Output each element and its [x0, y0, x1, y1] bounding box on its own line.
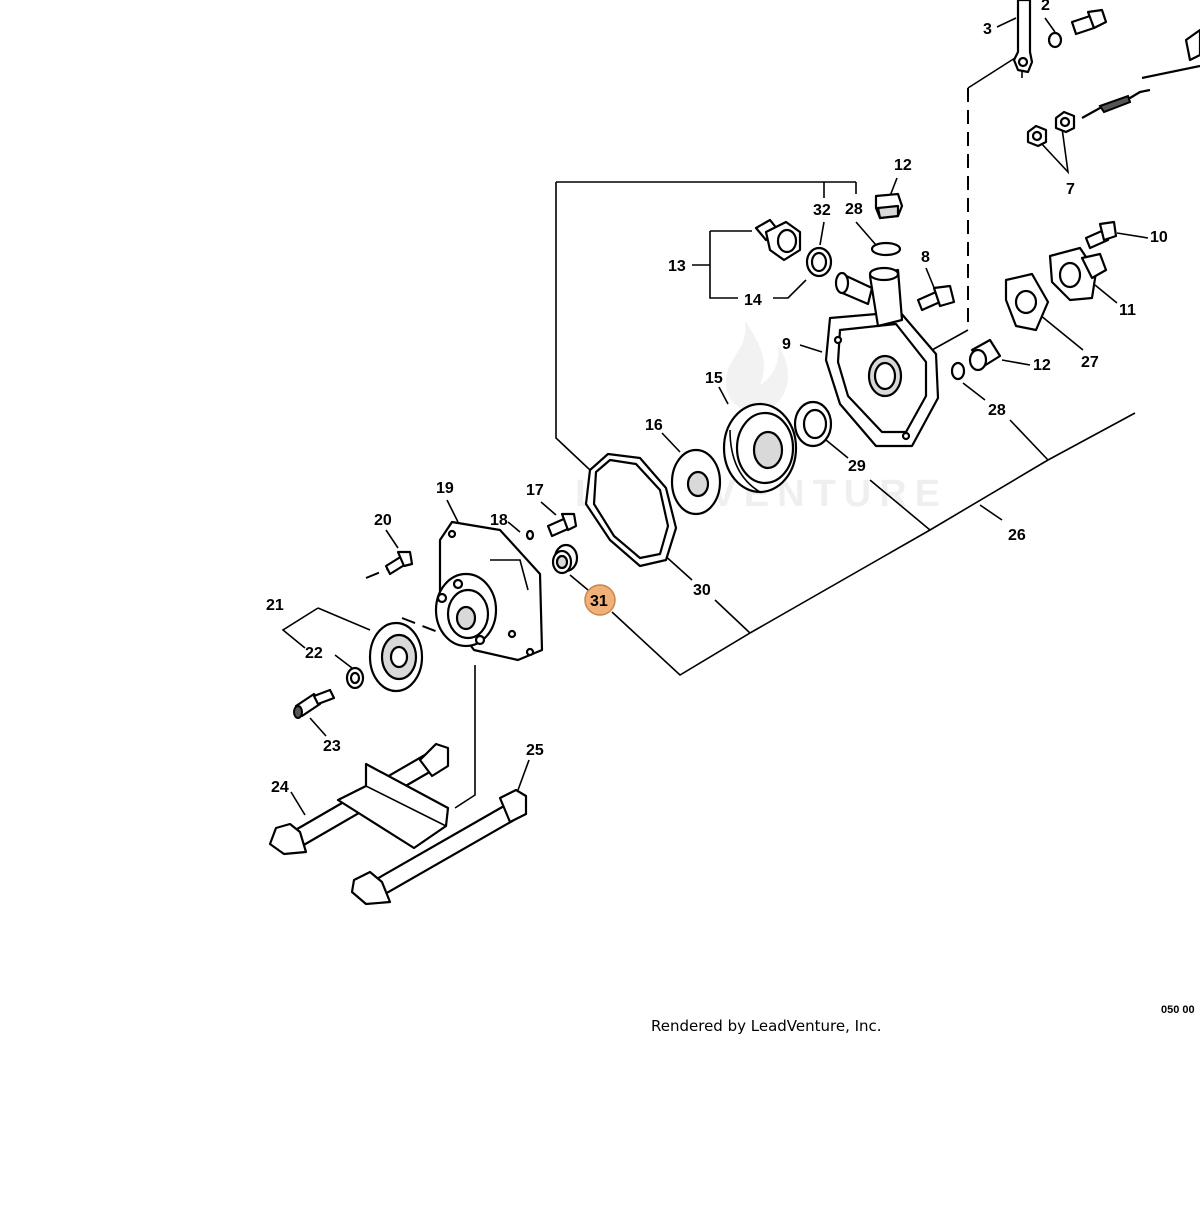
callout-label-16: 16 [645, 417, 663, 434]
part-fitting-23 [293, 688, 336, 719]
part-edge [1184, 28, 1200, 62]
callout-label-29: 29 [848, 458, 866, 475]
part-pin-18 [525, 529, 535, 541]
highlight-circle[interactable] [584, 584, 616, 616]
part-bolt-20 [384, 550, 414, 576]
part-nuts-7 [1026, 110, 1076, 148]
callout-label-17: 17 [526, 482, 544, 499]
callout-label-27: 27 [1081, 354, 1099, 371]
callout-labels: 2 3 7 12 32 28 13 14 8 10 11 27 9 12 28 … [266, 0, 1168, 796]
callout-label-10: 10 [1150, 229, 1168, 246]
callout-label-15: 15 [705, 370, 723, 387]
callout-label-28-mid: 28 [988, 402, 1006, 419]
leader-lines [281, 17, 1149, 816]
callout-label-12-top: 12 [894, 157, 912, 174]
diagram-code: 050 00 [1161, 1004, 1195, 1016]
part-linkage-rod [1012, 0, 1034, 74]
part-wire-clip [1098, 94, 1132, 114]
rendered-by-text: Rendered by LeadVenture, Inc. [651, 1017, 882, 1035]
part-frame-24-25 [268, 742, 528, 906]
callout-label-20: 20 [374, 512, 392, 529]
callout-label-7: 7 [1066, 181, 1075, 198]
callout-label-23: 23 [323, 738, 341, 755]
part-spacer-31 [551, 543, 579, 575]
callout-label-8: 8 [921, 249, 930, 266]
callout-label-28-top: 28 [845, 201, 863, 218]
callout-label-31[interactable]: 31 [590, 593, 608, 610]
callout-31-highlight[interactable]: 31 [584, 584, 616, 616]
part-bolt-10 [1084, 220, 1118, 250]
callout-label-32: 32 [813, 202, 831, 219]
part-bearing-21 [368, 621, 424, 693]
part-bolt-top [1070, 8, 1108, 36]
callout-label-19: 19 [436, 480, 454, 497]
callout-label-9: 9 [782, 336, 791, 353]
callout-label-11: 11 [1119, 302, 1136, 319]
part-plate-16 [670, 448, 722, 516]
part-cable [1141, 64, 1200, 80]
part-seal-29 [793, 400, 833, 448]
callout-label-2: 2 [1041, 0, 1050, 14]
callout-label-13: 13 [668, 258, 686, 275]
part-screw-17 [546, 512, 578, 538]
callout-label-21: 21 [266, 597, 284, 614]
part-oring-28-mid [950, 361, 966, 381]
part-pump-housing-9 [824, 266, 940, 448]
part-gasket-27 [1004, 272, 1050, 332]
part-flange-11 [1048, 246, 1108, 302]
part-elbow-13 [754, 218, 802, 262]
parts [268, 0, 1200, 906]
callout-label-3: 3 [983, 21, 992, 38]
part-plug-12-mid [968, 338, 1002, 372]
callout-label-26: 26 [1008, 527, 1026, 544]
part-bearing-housing-19 [434, 520, 544, 662]
callout-label-12-mid: 12 [1033, 357, 1051, 374]
part-fitting-12-top [874, 192, 904, 220]
part-washer-2 [1047, 31, 1063, 49]
part-oring-28-top [870, 241, 902, 257]
part-gasket-30 [584, 452, 678, 568]
callout-label-14: 14 [744, 292, 762, 309]
part-needle-bearing-22 [345, 666, 365, 690]
callout-label-30: 30 [693, 582, 711, 599]
callout-label-25: 25 [526, 742, 544, 759]
part-impeller-15 [722, 402, 798, 494]
part-bolt-8 [916, 284, 956, 312]
callout-label-22: 22 [305, 645, 323, 662]
callout-label-18: 18 [490, 512, 508, 529]
callout-label-24: 24 [271, 779, 289, 796]
